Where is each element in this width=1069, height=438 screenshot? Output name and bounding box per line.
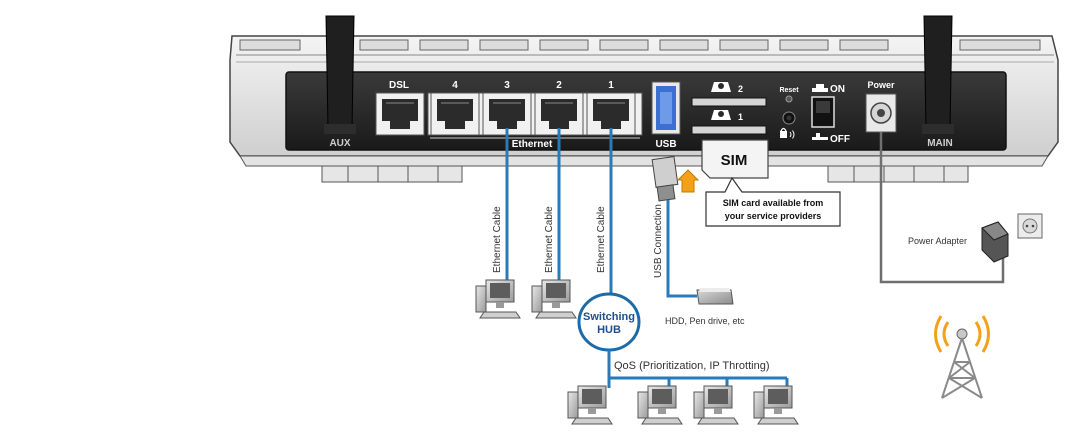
usb-plug-icon <box>652 157 678 201</box>
pc-icon <box>638 386 682 424</box>
sim-slot-1-label: 1 <box>738 112 743 122</box>
ethernet-cable-label-1: Ethernet Cable <box>492 206 503 273</box>
power-adapter-icon <box>982 222 1008 262</box>
pc-icon <box>568 386 612 424</box>
ethernet-port-4-label: 4 <box>452 80 458 91</box>
pc-icon <box>694 386 738 424</box>
sim-note-line1: SIM card available from <box>723 198 824 208</box>
sim-slot-2-label: 2 <box>738 84 743 94</box>
pc-icon <box>476 280 520 318</box>
dsl-label: DSL <box>389 80 409 91</box>
usb-devices-label: HDD, Pen drive, etc <box>665 316 745 326</box>
ethernet-cable-label-2: Ethernet Cable <box>544 206 555 273</box>
switching-hub: Switching HUB <box>579 294 639 350</box>
aux-label: AUX <box>329 138 350 149</box>
router-chassis <box>230 16 1058 182</box>
lock-icon <box>780 131 787 138</box>
ethernet-port-3-label: 3 <box>504 80 510 91</box>
hub-bus <box>609 378 787 388</box>
sim-note-line2: your service providers <box>725 211 822 221</box>
hub-line1: Switching <box>583 311 635 323</box>
ethernet-port-1-label: 1 <box>608 80 614 91</box>
ethernet-port-2-label: 2 <box>556 80 562 91</box>
cell-tower-icon <box>936 316 989 398</box>
sim-card: SIM <box>702 140 768 178</box>
hdd-icon <box>697 288 733 304</box>
pc-icon <box>754 386 798 424</box>
switch-on-label: ON <box>830 84 845 95</box>
hub-line2: HUB <box>597 324 621 336</box>
reset-label: Reset <box>779 87 799 94</box>
power-label: Power <box>867 80 895 90</box>
antenna-main <box>924 16 952 128</box>
power-adapter-label: Power Adapter <box>908 236 967 246</box>
main-label: MAIN <box>927 138 953 149</box>
insert-arrow-icon <box>678 170 698 192</box>
switch-off-label: OFF <box>830 134 850 145</box>
power-jack[interactable]: Power <box>866 80 896 132</box>
feet <box>322 166 968 182</box>
sim-callout-bubble: SIM card available from your service pro… <box>706 178 840 226</box>
ethernet-group-label: Ethernet <box>512 139 553 150</box>
qos-label: QoS (Prioritization, IP Throtting) <box>614 360 770 372</box>
usb-cable <box>668 200 697 296</box>
usb-label: USB <box>655 139 676 150</box>
sim-tag-label: SIM <box>721 152 748 169</box>
usb-connection-label: USB Connection <box>653 204 664 278</box>
usb-port[interactable]: USB <box>652 82 680 150</box>
ethernet-cable-label-3: Ethernet Cable <box>596 206 607 273</box>
antenna-aux <box>326 16 354 128</box>
wall-socket-icon <box>1018 214 1042 238</box>
pc-icon <box>532 280 576 318</box>
